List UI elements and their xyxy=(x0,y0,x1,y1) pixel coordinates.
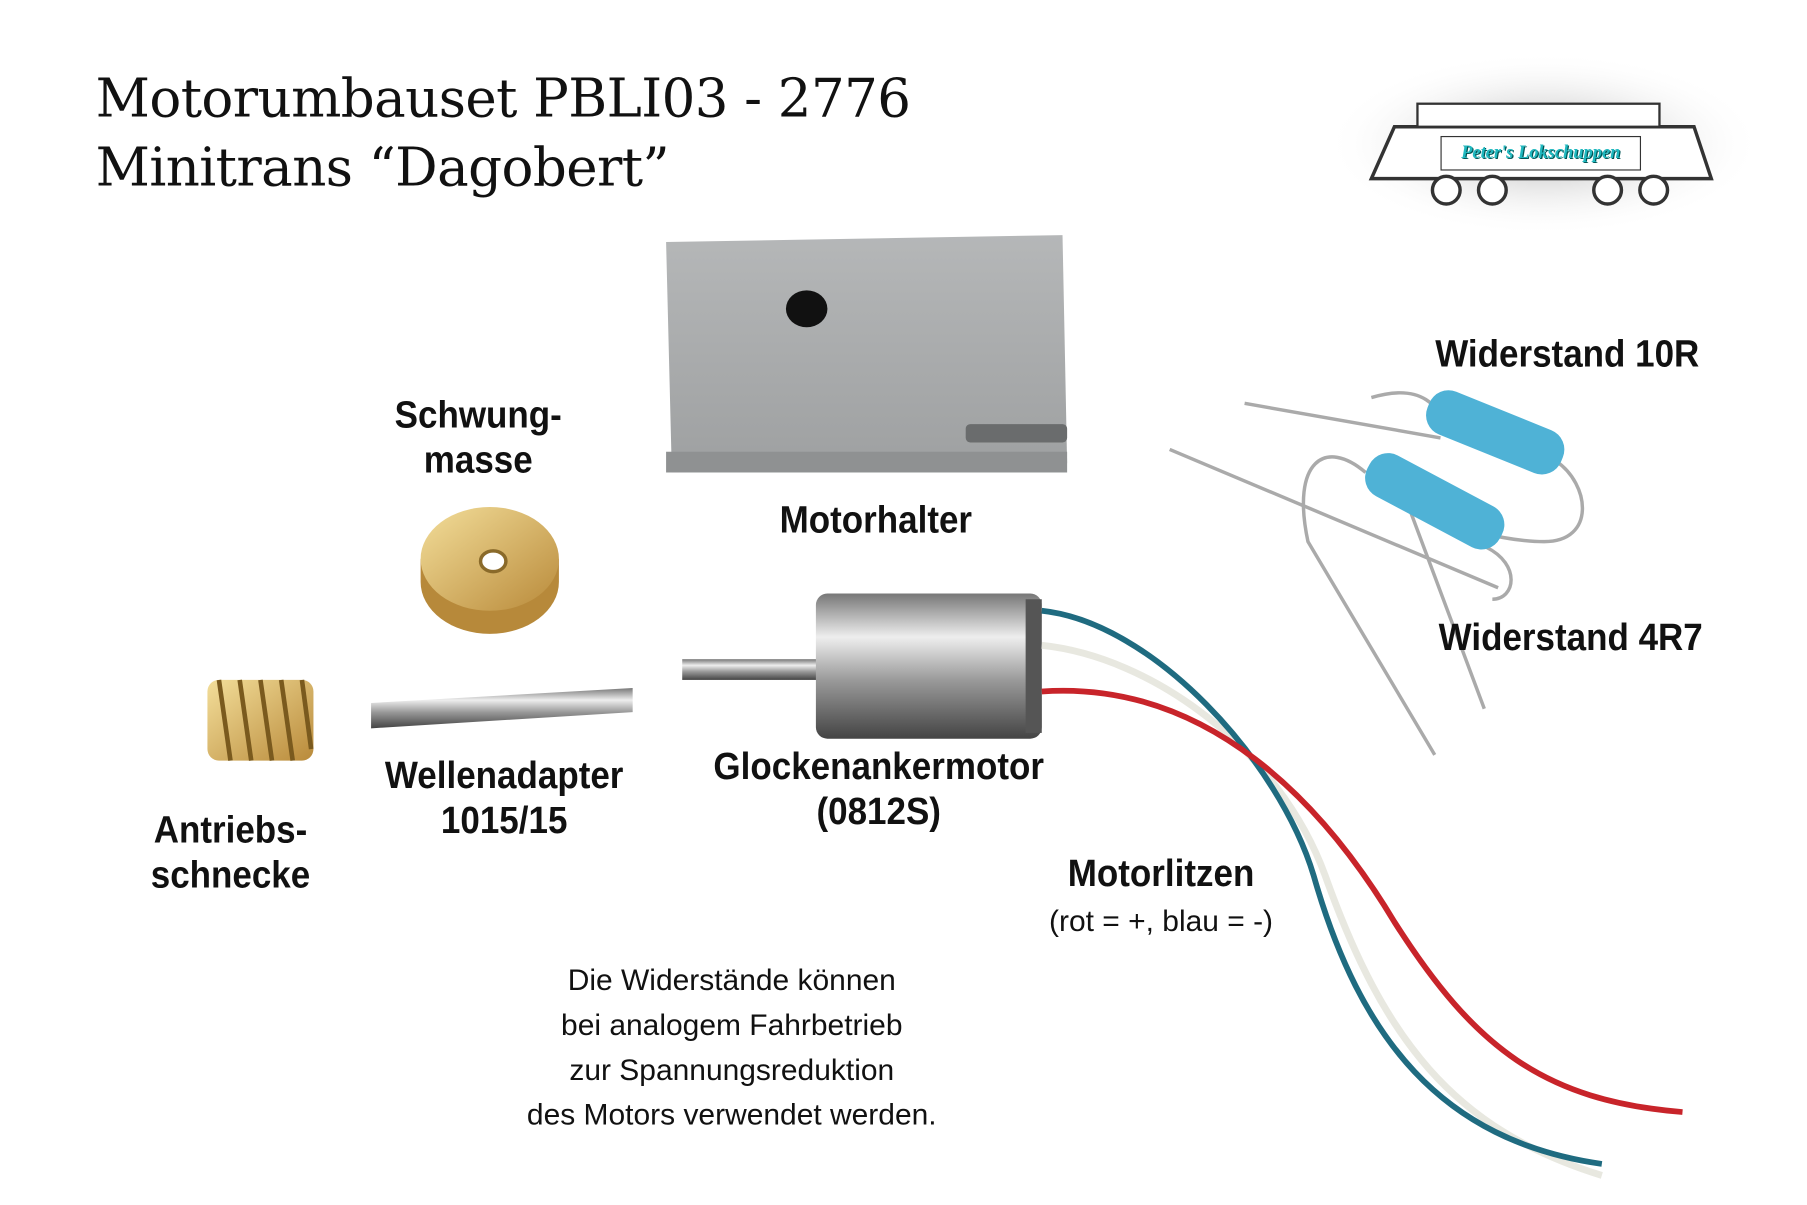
resistor-4r7 xyxy=(1169,447,1513,756)
label-motorhalter: Motorhalter xyxy=(779,497,973,541)
label-widerstand-10r: Widerstand 10R xyxy=(1435,331,1700,375)
antriebsschnecke-part xyxy=(207,679,314,761)
label-antriebsschnecke: Antriebs-schnecke xyxy=(150,807,311,896)
title-line-2: Minitrans “Dagobert” xyxy=(95,135,670,199)
wellenadapter-part xyxy=(371,687,633,729)
label-schwungmasse: Schwung-masse xyxy=(394,392,562,481)
label-motorlitzen: Motorlitzen xyxy=(1067,851,1255,895)
motor-part xyxy=(682,593,1042,739)
resistor-4r7-body xyxy=(1365,453,1505,550)
logo-text: Peter's Lokschuppen xyxy=(1440,135,1642,171)
wire-white xyxy=(1041,641,1603,1179)
wire-red xyxy=(1041,687,1683,1115)
wire-blue xyxy=(1041,607,1603,1167)
title-line-1: Motorumbauset PBLI03 - 2776 xyxy=(95,66,911,130)
label-motorlitzen-note: (rot = +, blau = -) xyxy=(1049,903,1274,939)
schwungmasse-part xyxy=(420,507,559,634)
label-widerstand-4r7: Widerstand 4R7 xyxy=(1438,615,1703,659)
motorhalter-part xyxy=(666,235,1068,473)
label-motor: Glockenankermotor(0812S) xyxy=(713,744,1044,833)
resistor-10r-body xyxy=(1426,390,1565,475)
